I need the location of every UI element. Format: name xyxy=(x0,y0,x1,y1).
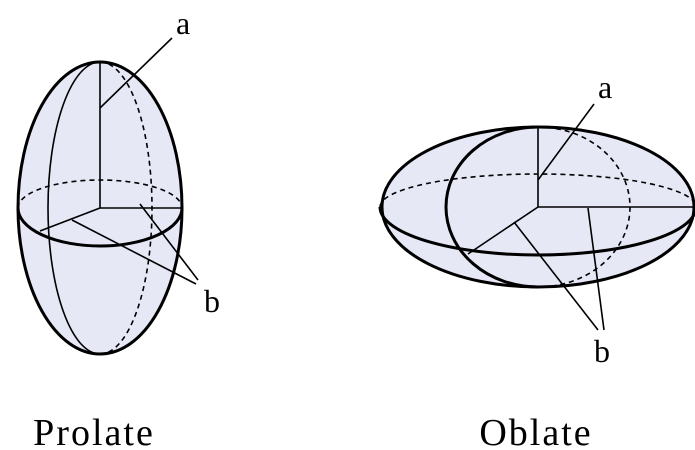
prolate-label-b: b xyxy=(204,283,220,319)
oblate-outline xyxy=(380,125,695,289)
prolate-meridian-front xyxy=(47,61,101,355)
oblate-leader-b1 xyxy=(513,221,599,331)
prolate-label-a: a xyxy=(176,5,190,41)
prolate-leader-b2 xyxy=(139,203,199,281)
oblate-meridian-front xyxy=(444,125,539,289)
prolate-leader-b1 xyxy=(71,219,197,285)
oblate-equator-front xyxy=(378,206,695,257)
prolate-equator-front xyxy=(16,207,184,248)
prolate-leader-a xyxy=(99,37,173,109)
prolate-axis-b1 xyxy=(39,207,101,232)
prolate-caption: Prolate xyxy=(33,412,155,450)
oblate-label-a: a xyxy=(598,69,612,105)
oblate-spheroid: a b Oblate xyxy=(378,69,695,450)
oblate-axis-b1 xyxy=(467,206,539,255)
oblate-label-b: b xyxy=(594,333,610,369)
prolate-spheroid: a b Prolate xyxy=(16,5,220,450)
oblate-caption: Oblate xyxy=(479,412,592,450)
oblate-leader-a xyxy=(537,103,595,181)
prolate-outline xyxy=(16,60,184,356)
oblate-leader-b2 xyxy=(587,207,605,331)
